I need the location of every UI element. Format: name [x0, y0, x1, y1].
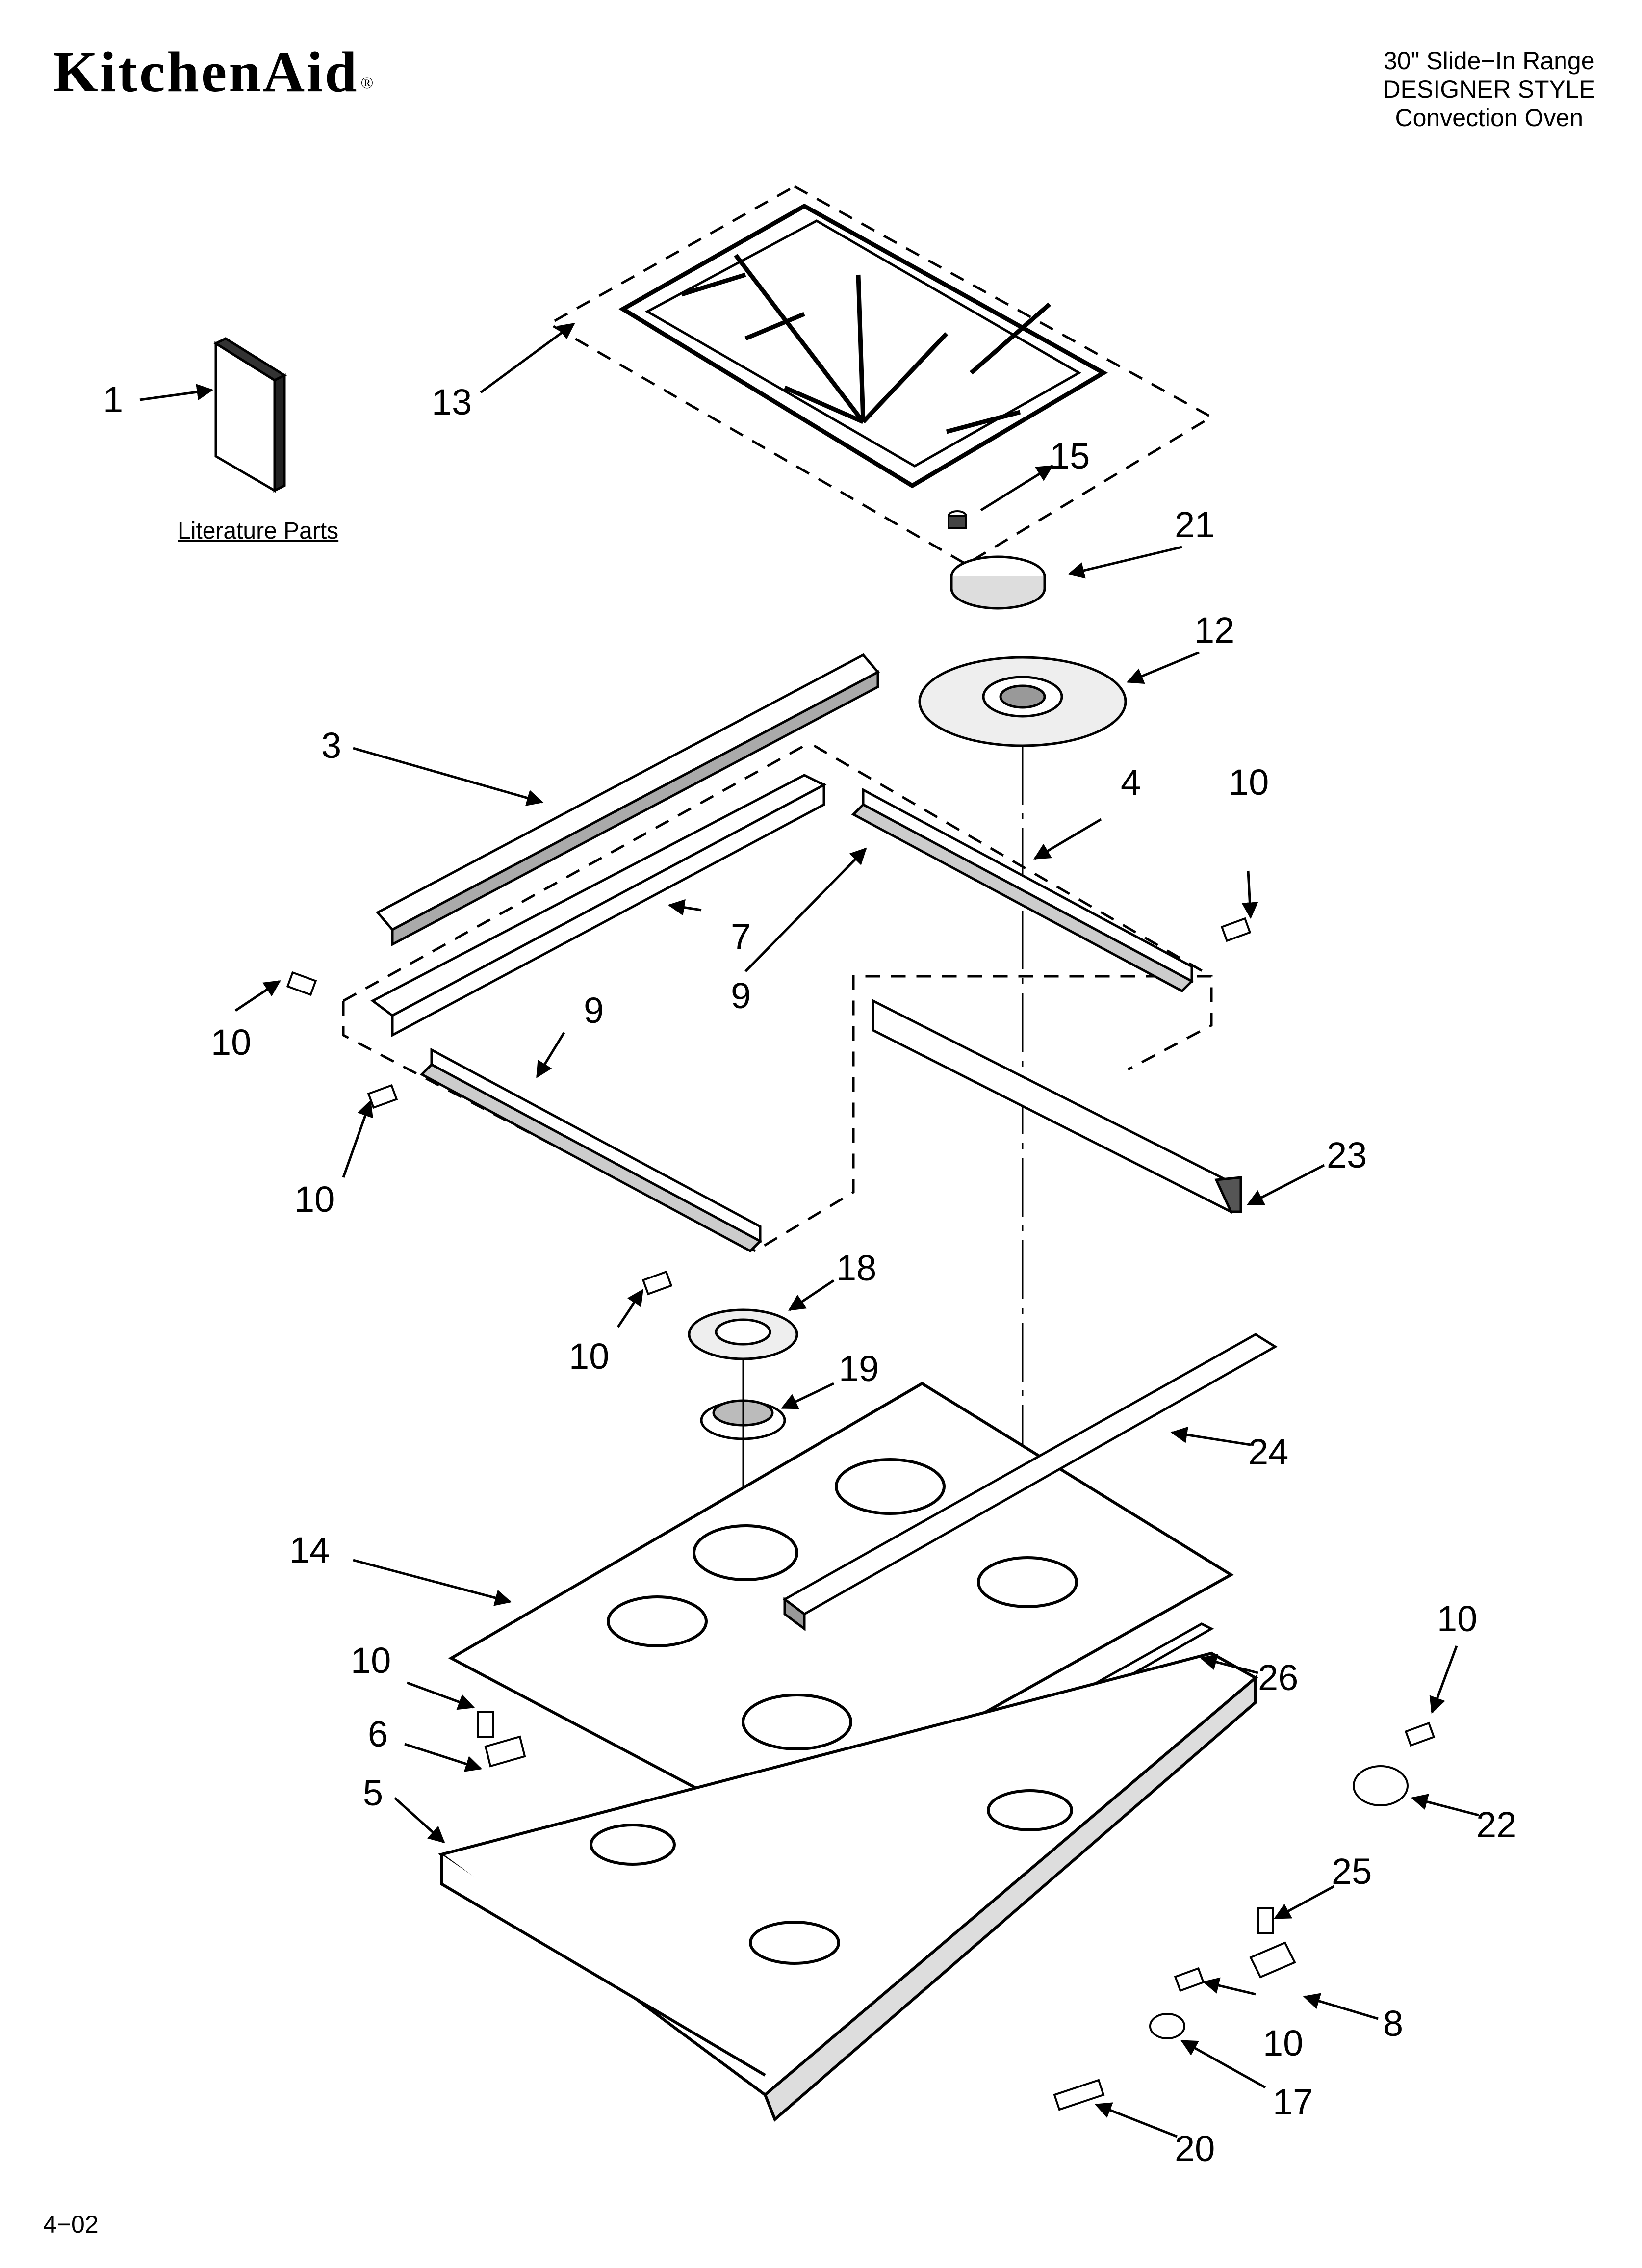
callout-7: 7	[731, 916, 751, 957]
callout-22: 22	[1476, 1804, 1516, 1845]
callout-10-bottom: 10	[351, 1640, 391, 1681]
assembly-outlines	[342, 744, 1213, 1252]
callout-10-lower: 10	[569, 1336, 609, 1377]
leader-lines	[139, 322, 1479, 2138]
hardware-parts	[286, 917, 1436, 2111]
side-rail-4	[851, 787, 1194, 993]
model-line-1: 30" Slide−In Range	[1383, 47, 1595, 75]
callout-9-left: 9	[584, 990, 604, 1031]
trim-bar	[782, 1333, 1278, 1631]
callout-10-left: 10	[211, 1022, 251, 1063]
callout-19: 19	[839, 1348, 879, 1389]
burner-head	[918, 656, 1127, 747]
grate-foot	[948, 510, 967, 529]
callout-24: 24	[1248, 1432, 1288, 1472]
callout-6: 6	[368, 1714, 388, 1754]
trim-strip	[872, 998, 1242, 1214]
callout-18: 18	[836, 1248, 876, 1288]
callout-14: 14	[289, 1530, 330, 1570]
registered-mark: ®	[360, 74, 376, 92]
literature-booklet	[213, 337, 287, 493]
burner-grate	[546, 185, 1214, 566]
callout-9-right: 9	[731, 975, 751, 1016]
kitchenaid-logo: KitchenAid®	[53, 43, 375, 101]
callout-10-far-right: 10	[1437, 1598, 1477, 1639]
callout-1: 1	[103, 379, 123, 420]
callout-10-base: 10	[1263, 2023, 1303, 2063]
model-description: 30" Slide−In Range DESIGNER STYLE Convec…	[1383, 47, 1595, 132]
callout-4: 4	[1121, 762, 1141, 803]
vent-trim	[376, 653, 880, 947]
cooktop-panel	[448, 1382, 1234, 1832]
page-code: 4−02	[43, 2211, 99, 2238]
side-rail-9	[419, 1047, 763, 1253]
manifold-bracket	[370, 774, 827, 1038]
callout-12: 12	[1194, 610, 1234, 651]
callout-10-right: 10	[1229, 762, 1269, 803]
callout-8: 8	[1383, 2003, 1403, 2044]
callout-20: 20	[1175, 2128, 1215, 2169]
model-line-3: Convection Oven	[1395, 104, 1584, 131]
callout-10-mid: 10	[294, 1179, 334, 1220]
callout-5: 5	[363, 1773, 383, 1813]
callout-26: 26	[1258, 1657, 1298, 1698]
callout-21: 21	[1175, 504, 1215, 545]
model-line-2: DESIGNER STYLE	[1383, 76, 1595, 103]
callout-15: 15	[1050, 436, 1090, 476]
burner-base	[688, 1308, 798, 1360]
callout-labels: 1 13 15 21 12 3 4 10 7 9 10 9 10 23 18 1…	[103, 379, 1516, 2169]
brand-name: KitchenAid	[53, 40, 359, 104]
callout-3: 3	[321, 725, 341, 766]
callout-23: 23	[1327, 1135, 1367, 1175]
burner-cap	[950, 555, 1046, 610]
burner-box	[438, 1651, 1258, 2122]
callout-25: 25	[1332, 1851, 1372, 1892]
callout-13: 13	[432, 382, 472, 422]
literature-parts-caption: Literature Parts	[178, 518, 339, 544]
callout-17: 17	[1273, 2082, 1313, 2122]
